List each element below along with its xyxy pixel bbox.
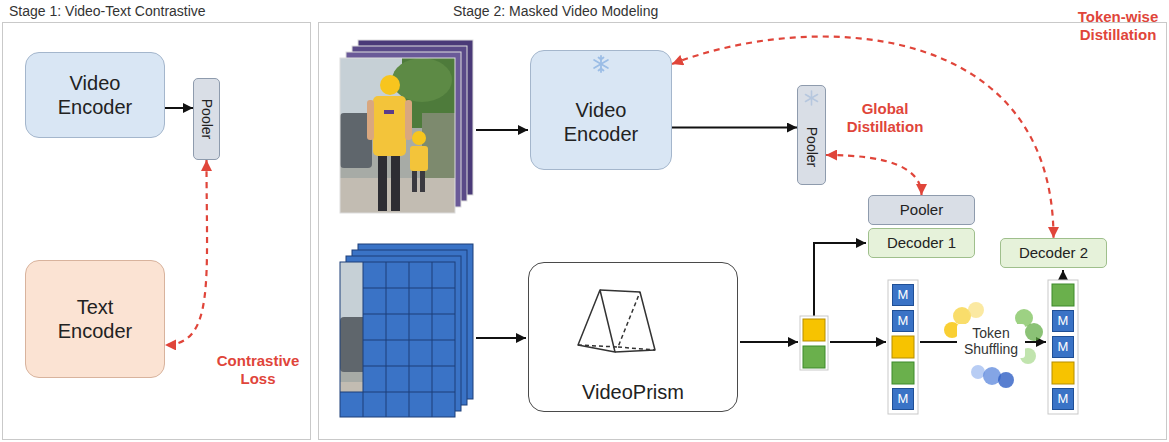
- frozen-encoder-box: Video Encoder: [530, 50, 672, 170]
- model-box: VideoPrism: [528, 262, 738, 412]
- pooler-box: Pooler: [868, 195, 975, 225]
- decoder-box: Decoder 1: [868, 228, 975, 258]
- process-label: Token Shuffling: [957, 324, 1025, 358]
- encoder-box: Video Encoder: [25, 52, 165, 138]
- mask-token: M: [1052, 388, 1074, 410]
- box-label: Video Encoder: [45, 71, 145, 119]
- mask-token: M: [892, 310, 914, 332]
- loss-label: Global Distillation: [838, 100, 932, 136]
- distillation-arrow: [672, 37, 1054, 238]
- mask-token: M: [892, 388, 914, 410]
- box-label: VideoPrism: [538, 380, 728, 404]
- loss-label: Token-wise Distillation: [1070, 8, 1166, 44]
- box-label: Pooler: [803, 127, 820, 167]
- decoder-box: Decoder 2: [1000, 238, 1107, 268]
- box-label: Video Encoder: [551, 98, 651, 146]
- flow-arrow: [165, 107, 193, 109]
- panel-title: Stage 2: Masked Video Modeling: [453, 3, 658, 20]
- pooler-box: Pooler: [193, 78, 220, 160]
- encoder-box: Text Encoder: [25, 260, 165, 378]
- box-label: Pooler: [198, 99, 215, 139]
- frozen-pooler-box: Pooler: [797, 85, 826, 185]
- box-label: Decoder 1: [872, 234, 972, 252]
- box-label: Decoder 2: [1004, 244, 1104, 262]
- flow-arrow: [672, 127, 797, 129]
- mask-token: M: [1052, 310, 1074, 332]
- loss-label: Contrastive Loss: [208, 352, 308, 388]
- stage-panel: Stage 2: Masked Video ModelingVideo Enco…: [318, 22, 1167, 440]
- box-label: Text Encoder: [45, 295, 145, 343]
- distillation-arrow: [826, 155, 922, 195]
- box-label: Pooler: [872, 201, 972, 219]
- mask-token: M: [1052, 336, 1074, 358]
- distillation-arrow: [165, 160, 207, 345]
- mask-token: M: [892, 284, 914, 306]
- panel-title: Stage 1: Video-Text Contrastive: [9, 3, 206, 20]
